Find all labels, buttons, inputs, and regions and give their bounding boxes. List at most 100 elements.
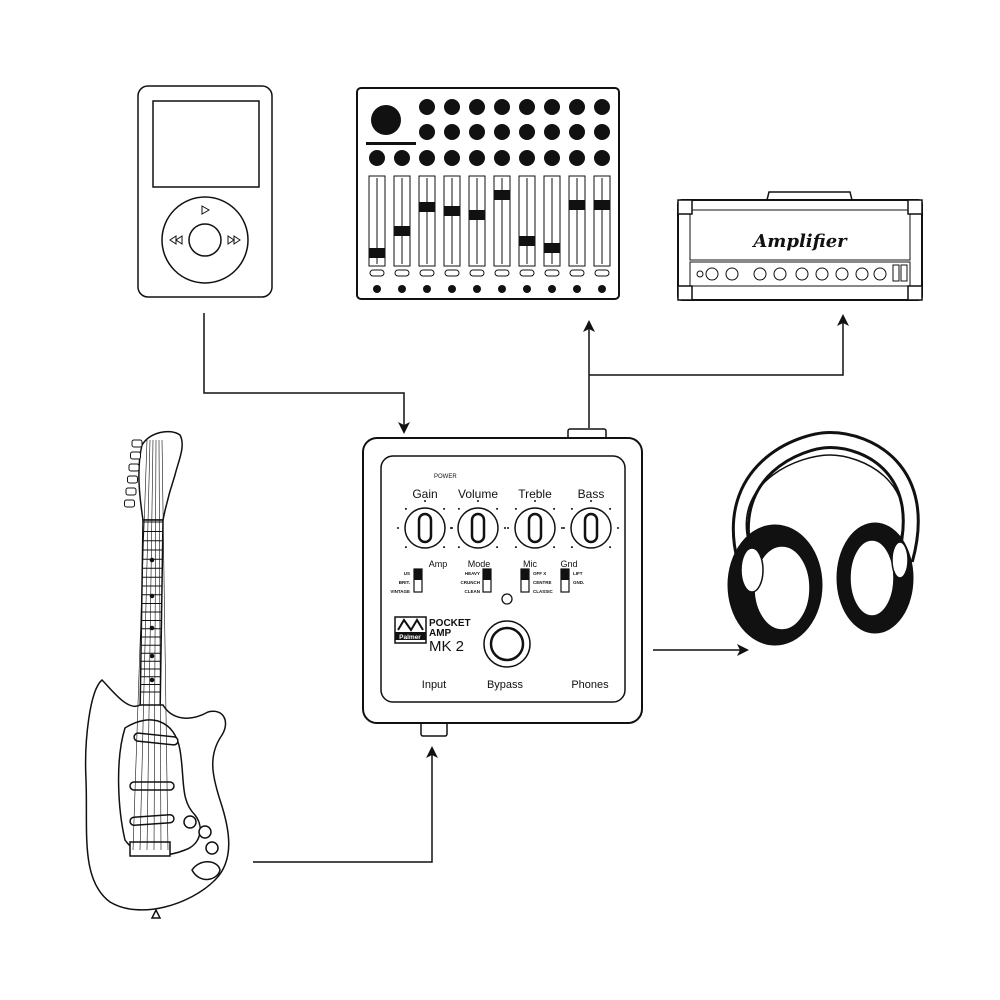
tuner-peg bbox=[125, 487, 137, 496]
power-label: POWER bbox=[434, 474, 457, 480]
guitar-jack-plate bbox=[191, 861, 221, 881]
fader-cap bbox=[594, 200, 610, 210]
play-icon bbox=[201, 205, 211, 215]
knob-label-volume: Volume bbox=[458, 487, 498, 501]
mixer-knob bbox=[494, 124, 510, 140]
channel-jack bbox=[398, 285, 406, 293]
mixing-desk bbox=[356, 87, 620, 300]
model-line-3: MK 2 bbox=[429, 638, 464, 655]
mixer-knob bbox=[444, 150, 460, 166]
fret-marker bbox=[149, 677, 155, 683]
mixer-knob bbox=[569, 124, 585, 140]
knob-tick bbox=[397, 527, 399, 529]
amp-corner-protectors bbox=[677, 199, 923, 301]
switch-option: BRIT. bbox=[399, 580, 410, 585]
fader-cap bbox=[569, 200, 585, 210]
amp-knob bbox=[855, 267, 869, 281]
fader-cap bbox=[419, 202, 435, 212]
mixer-knob bbox=[469, 124, 485, 140]
mute-button bbox=[394, 269, 410, 277]
center-button bbox=[188, 223, 222, 257]
switch-lever bbox=[561, 569, 569, 580]
mixer-knob bbox=[494, 99, 510, 115]
switch-option: CLASSIC bbox=[533, 589, 554, 594]
guitar-pickups bbox=[129, 732, 179, 827]
switch-label-gnd: Gnd bbox=[560, 559, 577, 569]
fader-cap bbox=[369, 248, 385, 258]
switch-label-amp: Amp bbox=[429, 559, 448, 569]
channel-jack bbox=[473, 285, 481, 293]
knob-tick bbox=[553, 546, 556, 549]
mixer-knob bbox=[419, 150, 435, 166]
amp-knob bbox=[815, 267, 829, 281]
knob-tick bbox=[457, 546, 460, 549]
switch-option: CLEAN bbox=[465, 589, 481, 594]
channel-jack bbox=[548, 285, 556, 293]
knob-tick bbox=[570, 546, 573, 549]
amp-knob bbox=[795, 267, 809, 281]
channel-jack bbox=[573, 285, 581, 293]
fader-cap bbox=[394, 226, 410, 236]
switch-option: US bbox=[404, 571, 410, 576]
tuner-peg bbox=[127, 475, 138, 484]
knob-tick bbox=[424, 500, 426, 502]
mixer-knob bbox=[569, 99, 585, 115]
mp3-to-pocket-amp-arrow bbox=[203, 313, 410, 434]
knob-tick bbox=[514, 507, 517, 510]
brand-text: Palmer bbox=[399, 634, 421, 641]
knob-tick bbox=[609, 546, 612, 549]
knob-tick bbox=[404, 507, 407, 510]
amp-switch bbox=[900, 264, 908, 282]
mixer-knob bbox=[519, 99, 535, 115]
amp-knob bbox=[725, 267, 739, 281]
guitar-strap-button bbox=[150, 908, 162, 919]
knob-tick bbox=[457, 507, 460, 510]
bypass-label: Bypass bbox=[487, 679, 524, 691]
input-jack bbox=[420, 721, 448, 737]
mixer-knob bbox=[444, 124, 460, 140]
right-earcup bbox=[836, 522, 914, 634]
fret-marker bbox=[149, 625, 155, 631]
fret-marker bbox=[149, 557, 155, 563]
mixer-knob bbox=[569, 150, 585, 166]
rewind-icon bbox=[169, 235, 183, 245]
model-line-1: POCKET bbox=[429, 618, 471, 629]
mixer-knob bbox=[419, 99, 435, 115]
knob-tick bbox=[443, 546, 446, 549]
master-knob bbox=[371, 105, 401, 135]
mute-button bbox=[369, 269, 385, 277]
pocket-amp-to-amplifier-arrow bbox=[589, 314, 849, 376]
mixer-meter bbox=[366, 142, 416, 145]
mixer-knob bbox=[519, 124, 535, 140]
switch-option: VINTAGE bbox=[390, 589, 410, 594]
mixer-knob bbox=[544, 150, 560, 166]
knob-tick bbox=[570, 507, 573, 510]
mixer-knob bbox=[594, 124, 610, 140]
knob-tick bbox=[504, 527, 506, 529]
channel-jack bbox=[598, 285, 606, 293]
mixer-knob bbox=[369, 150, 385, 166]
pocket-amp-switches: AmpUSBRIT.VINTAGEModeHEAVYCRUNCHCLEANMic… bbox=[390, 559, 584, 594]
forward-icon bbox=[227, 235, 241, 245]
amp-handle bbox=[766, 191, 853, 201]
knob-pointer bbox=[583, 512, 599, 544]
mute-button bbox=[419, 269, 435, 277]
player-screen bbox=[152, 100, 260, 188]
knob-tick bbox=[561, 527, 563, 529]
knob-tick bbox=[590, 500, 592, 502]
switch-lever bbox=[414, 569, 422, 580]
channel-jack bbox=[423, 285, 431, 293]
switch-label-mode: Mode bbox=[468, 559, 491, 569]
tuner-peg bbox=[131, 439, 143, 448]
knob-label-bass: Bass bbox=[578, 487, 605, 501]
amplifier-head: Amplifier bbox=[677, 191, 923, 301]
mixer-knob bbox=[544, 99, 560, 115]
mute-button bbox=[519, 269, 535, 277]
mixer-knob bbox=[469, 150, 485, 166]
tuner-peg bbox=[124, 499, 135, 508]
knob-tick bbox=[404, 546, 407, 549]
mp3-player bbox=[137, 85, 273, 298]
input-label: Input bbox=[422, 679, 446, 691]
amp-knob bbox=[873, 267, 887, 281]
